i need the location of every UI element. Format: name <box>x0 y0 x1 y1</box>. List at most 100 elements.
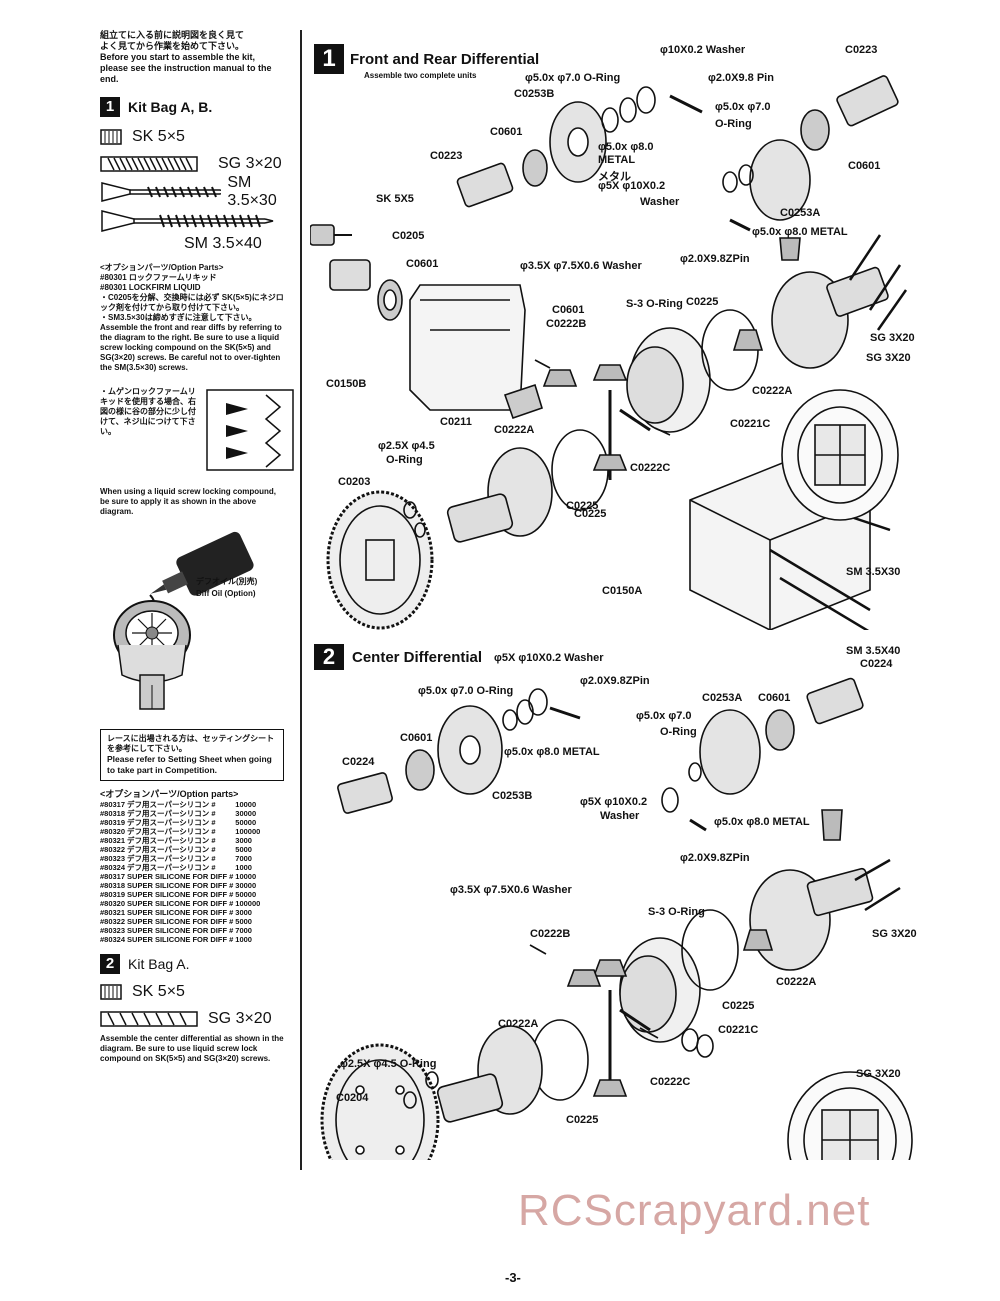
callout-label: C0224 <box>342 756 375 768</box>
kit-bag-1-title: Kit Bag A, B. <box>128 99 213 115</box>
option-part-cell: #80318 <box>100 809 126 818</box>
callout-label: C0205 <box>392 230 425 242</box>
lock-en-text: When using a liquid screw locking compou… <box>100 487 277 516</box>
option-part-cell: #80319 <box>100 890 126 899</box>
callout-label: O-Ring <box>660 726 697 738</box>
callout-label: C0203 <box>338 476 371 488</box>
callout-label: メタル <box>598 171 631 183</box>
part-label: SG 3×20 <box>208 1010 272 1027</box>
option-part-cell: 1000 <box>235 935 252 944</box>
callout-label: C0601 <box>490 126 523 138</box>
callout-label: S-3 O-Ring <box>648 906 705 918</box>
callout-label: φ5X φ10X0.2 <box>580 796 648 808</box>
hex-screw-small-icon <box>100 984 122 1000</box>
section-2-title: Center Differential <box>352 648 483 666</box>
option2-title: <オプションパーツ/Option parts> <box>100 789 239 799</box>
step-number-badge: 1 <box>314 44 344 74</box>
callout-label: C0601 <box>758 692 791 704</box>
callout-label: C0225 <box>722 1000 755 1012</box>
callout-label: SM 3.5X40 <box>846 645 901 657</box>
callout-label: C0224 <box>860 658 893 670</box>
callout-label: φ2.5X φ4.5 O-Ring <box>340 1058 437 1070</box>
option-part-cell: #80317 <box>100 872 126 881</box>
callout-label: SG 3X20 <box>866 352 911 364</box>
callout-label: C0225 <box>574 508 607 520</box>
callout-label: C0222C <box>630 462 671 474</box>
wood-screw-30-icon <box>101 182 222 202</box>
callout-label: C0150B <box>326 378 367 390</box>
callout-label: φ3.5X φ7.5X0.6 Washer <box>520 260 642 272</box>
callout-label: C0223 <box>845 44 878 56</box>
diff-oil-bottle-diagram <box>113 531 254 710</box>
kit-bag-2-heading: 2 Kit Bag A. <box>100 954 300 974</box>
callout-label: φ5.0x φ7.0 O-Ring <box>418 685 514 697</box>
race-setting-box: レースに出場される方は、セッティングシートを参考にして下さい。 Please r… <box>100 729 284 781</box>
callout-label: C0222B <box>530 928 571 940</box>
race-en-text: Please refer to Setting Sheet when going… <box>107 754 272 775</box>
option-part-cell: 5000 <box>235 845 252 854</box>
callout-label: C0222A <box>494 424 535 436</box>
callout-label: φ5X φ10X0.2 Washer <box>494 652 604 664</box>
option-part-cell: SUPER SILICONE FOR DIFF # <box>127 899 234 908</box>
callout-label: φ5.0x φ8.0 METAL <box>752 226 848 238</box>
note1-en-text: Assemble the front and rear diffs by ref… <box>100 323 282 372</box>
lock-jp-text: ・ムゲンロックファームリキッドを使用する場合、右図の様に谷の部分に少し付けて、ネ… <box>100 387 196 436</box>
option-part-cell: #80317 <box>100 800 126 809</box>
callout-label: φ2.5X φ4.5 <box>378 440 435 452</box>
column-divider <box>300 30 302 1170</box>
callout-label: C0601 <box>552 304 585 316</box>
callout-label: C0222A <box>752 385 793 397</box>
callout-label: C0221C <box>718 1024 759 1036</box>
callout-label: C0601 <box>848 160 881 172</box>
option-part-cell: #80318 <box>100 881 126 890</box>
option-part-cell: #80324 <box>100 863 126 872</box>
option-part-cell: SUPER SILICONE FOR DIFF # <box>127 872 234 881</box>
callout-label: O-Ring <box>715 118 752 130</box>
option-part-cell: デフ用スーパーシリコン # <box>127 854 216 863</box>
callout-label: φ5.0x φ8.0 METAL <box>504 746 600 758</box>
section-1-title: Front and Rear Differential <box>350 50 540 68</box>
option-part-cell: SUPER SILICONE FOR DIFF # <box>127 890 234 899</box>
callout-label: SM 3.5X30 <box>846 566 901 578</box>
step-number-badge: 2 <box>314 644 344 670</box>
option-part-cell: 5000 <box>235 917 252 926</box>
callout-label: Washer <box>640 196 680 208</box>
callout-label: φ5.0x φ7.0 O-Ring <box>525 72 621 84</box>
callout-label: C0253B <box>492 790 533 802</box>
callout-label: φ2.0X9.8ZPin <box>680 852 750 864</box>
kit-bag-2-title: Kit Bag A. <box>128 956 190 972</box>
option-part-cell: SUPER SILICONE FOR DIFF # <box>127 926 234 935</box>
thread-lock-diagram <box>206 389 294 471</box>
option-part-cell: #80320 <box>100 899 126 908</box>
option-part-cell: デフ用スーパーシリコン # <box>127 845 216 854</box>
callout-label: O-Ring <box>386 454 423 466</box>
callout-label: C0150A <box>602 585 643 597</box>
race-jp-text: レースに出場される方は、セッティングシートを参考にして下さい。 <box>107 734 275 753</box>
option-part-cell: 10000 <box>235 800 257 809</box>
option-part-cell: 10000 <box>235 872 257 881</box>
part-row-sk5x5: SK 5×5 <box>100 127 300 147</box>
callout-label: SG 3X20 <box>872 928 917 940</box>
callout-label: φ5X φ10X0.2 <box>598 180 666 192</box>
part-label: SK 5×5 <box>132 983 185 1000</box>
option-part-cell: デフ用スーパーシリコン # <box>127 836 216 845</box>
step-number-badge: 1 <box>100 97 120 117</box>
callout-label: C0222A <box>776 976 817 988</box>
note1-jp-text: ・C0205を分解、交換時には必ず SK(5×5)にネジロック剤を付けてから取り… <box>100 293 284 322</box>
callout-label: φ5.0x φ8.0 METAL <box>714 816 810 828</box>
callout-label: Washer <box>600 810 640 822</box>
part-label: SM 3.5×40 <box>184 235 262 252</box>
option-part-cell: 7000 <box>235 926 252 935</box>
option-part-cell: 50000 <box>235 890 257 899</box>
option-part-cell: #80320 <box>100 827 126 836</box>
intro-jp-text: 組立てに入る前に説明図を良く見て よく見てから作業を始めて下さい。 <box>100 30 245 51</box>
part-label: SG 3×20 <box>218 155 282 172</box>
option-part-cell: 7000 <box>235 854 252 863</box>
part-row-sm3540: SM 3.5×40 <box>100 209 300 253</box>
